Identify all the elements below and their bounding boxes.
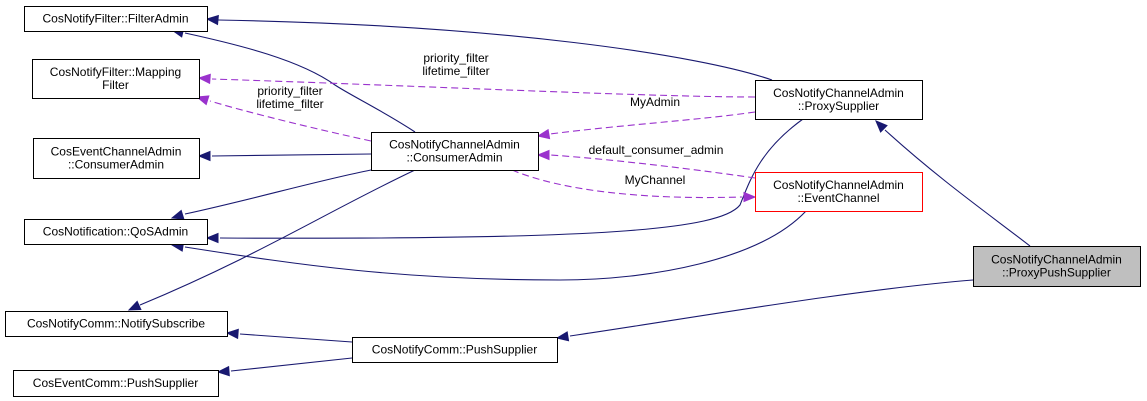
node-notify-subscribe[interactable]: CosNotifyComm::NotifySubscribe [5, 311, 228, 337]
node-ec-push-supplier[interactable]: CosEventComm::PushSupplier [13, 370, 219, 397]
usage-arrowhead-icon [536, 128, 551, 140]
inheritance-arrowhead-icon [127, 300, 142, 311]
node-nca-consumer-admin[interactable]: CosNotifyChannelAdmin::ConsumerAdmin [371, 132, 539, 171]
node-label: CosNotifyFilter::Mapping [50, 65, 181, 79]
node-proxy-push-supplier[interactable]: CosNotifyChannelAdmin::ProxyPushSupplier [973, 246, 1141, 287]
node-box [24, 219, 208, 245]
node-label: ::ConsumerAdmin [406, 151, 502, 165]
edge-nca_consumer_admin-to-event_channel [511, 169, 757, 203]
inheritance-edge-line [184, 210, 807, 281]
node-box [24, 6, 208, 32]
edge-nc_push_supplier-to-ec_push_supplier [216, 357, 353, 377]
node-label: ::ProxyPushSupplier [1002, 266, 1111, 280]
edge-label-line: MyChannel [625, 173, 686, 187]
node-label: CosNotification::QoSAdmin [43, 225, 188, 239]
edge-label: MyAdmin [630, 95, 680, 109]
inheritance-arrowhead-icon [216, 365, 230, 377]
edge-label: MyChannel [625, 173, 686, 187]
usage-arrowhead-icon [197, 73, 211, 85]
edge-event_channel-to-nca_consumer_admin [536, 149, 756, 179]
edge-nca_consumer_admin-to-notify_subscribe [127, 169, 416, 311]
edge-nca_consumer_admin-to-ec_consumer_admin [197, 150, 372, 162]
node-label: ::EventChannel [797, 191, 879, 205]
inheritance-edge-line [184, 169, 372, 215]
edge-label-line: MyAdmin [630, 95, 680, 109]
node-nc-push-supplier[interactable]: CosNotifyComm::PushSupplier [352, 337, 558, 363]
edge-label-line: priority_filter [423, 51, 488, 65]
node-label: ::ConsumerAdmin [68, 158, 164, 172]
inheritance-arrowhead-icon [875, 120, 888, 133]
inheritance-edge-line [139, 169, 416, 306]
node-box [755, 172, 923, 212]
inheritance-edge-line [569, 279, 974, 337]
edge-proxy_push_supplier-to-proxy_supplier [875, 120, 1031, 247]
node-label: ::ProxySupplier [798, 99, 879, 113]
node-box [13, 370, 219, 397]
inheritance-arrowhead-icon [205, 232, 219, 244]
inheritance-edge-line [184, 32, 416, 133]
node-box [33, 138, 200, 179]
node-label: CosNotifyChannelAdmin [991, 253, 1122, 267]
inheritance-edge-line [211, 153, 372, 157]
inheritance-edge-line [884, 129, 1031, 247]
node-box [32, 59, 200, 99]
node-label: CosNotifyComm::PushSupplier [372, 343, 537, 357]
node-label: Filter [102, 78, 129, 92]
node-label: CosEventChannelAdmin [51, 145, 182, 159]
inheritance-arrowhead-icon [197, 150, 211, 162]
node-box [973, 246, 1141, 287]
node-event-channel[interactable]: CosNotifyChannelAdmin::EventChannel [755, 172, 923, 212]
edge-proxy_supplier-to-mapping_filter [197, 73, 756, 98]
usage-edge-line [549, 111, 756, 135]
inheritance-arrowhead-icon [205, 14, 219, 26]
node-box [352, 337, 558, 363]
inheritance-arrowhead-icon [225, 328, 239, 340]
node-label: CosEventComm::PushSupplier [33, 376, 198, 390]
usage-arrowhead-icon [536, 149, 550, 161]
edge-proxy_supplier-to-filter_admin [205, 14, 773, 81]
node-label: CosNotifyChannelAdmin [389, 138, 520, 152]
edge-label: default_consumer_admin [589, 143, 724, 157]
node-qos-admin[interactable]: CosNotification::QoSAdmin [24, 219, 208, 245]
edge-proxy_push_supplier-to-nc_push_supplier [555, 279, 974, 342]
node-box [755, 80, 923, 120]
edge-label-line: lifetime_filter [256, 97, 323, 111]
usage-arrowhead-icon [743, 191, 757, 203]
usage-edge-line [550, 154, 756, 179]
node-filter-admin[interactable]: CosNotifyFilter::FilterAdmin [24, 6, 208, 32]
node-label: CosNotifyChannelAdmin [773, 178, 904, 192]
edge-nca_consumer_admin-to-qos_admin [170, 169, 372, 220]
node-box [5, 311, 228, 337]
edge-proxy_supplier-to-nca_consumer_admin [536, 111, 756, 140]
node-ec-consumer-admin[interactable]: CosEventChannelAdmin::ConsumerAdmin [33, 138, 200, 179]
edge-proxy_supplier-to-qos_admin [205, 118, 804, 244]
node-label: CosNotifyComm::NotifySubscribe [27, 317, 205, 331]
edge-label-line: default_consumer_admin [589, 143, 724, 157]
edge-nc_push_supplier-to-notify_subscribe [225, 328, 353, 343]
node-label: CosNotifyChannelAdmin [773, 86, 904, 100]
inheritance-edge-line [239, 333, 353, 343]
inheritance-edge-line [217, 19, 773, 81]
node-box [371, 132, 539, 171]
inheritance-arrowhead-icon [555, 331, 570, 342]
node-proxy-supplier[interactable]: CosNotifyChannelAdmin::ProxySupplier [755, 80, 923, 120]
node-label: CosNotifyFilter::FilterAdmin [42, 12, 188, 26]
edge-label-line: priority_filter [257, 84, 322, 98]
inheritance-edge-line [230, 357, 353, 372]
inheritance-edge-line [219, 118, 804, 239]
edge-label-line: lifetime_filter [422, 64, 489, 78]
inheritance-arrowhead-icon [170, 209, 185, 220]
